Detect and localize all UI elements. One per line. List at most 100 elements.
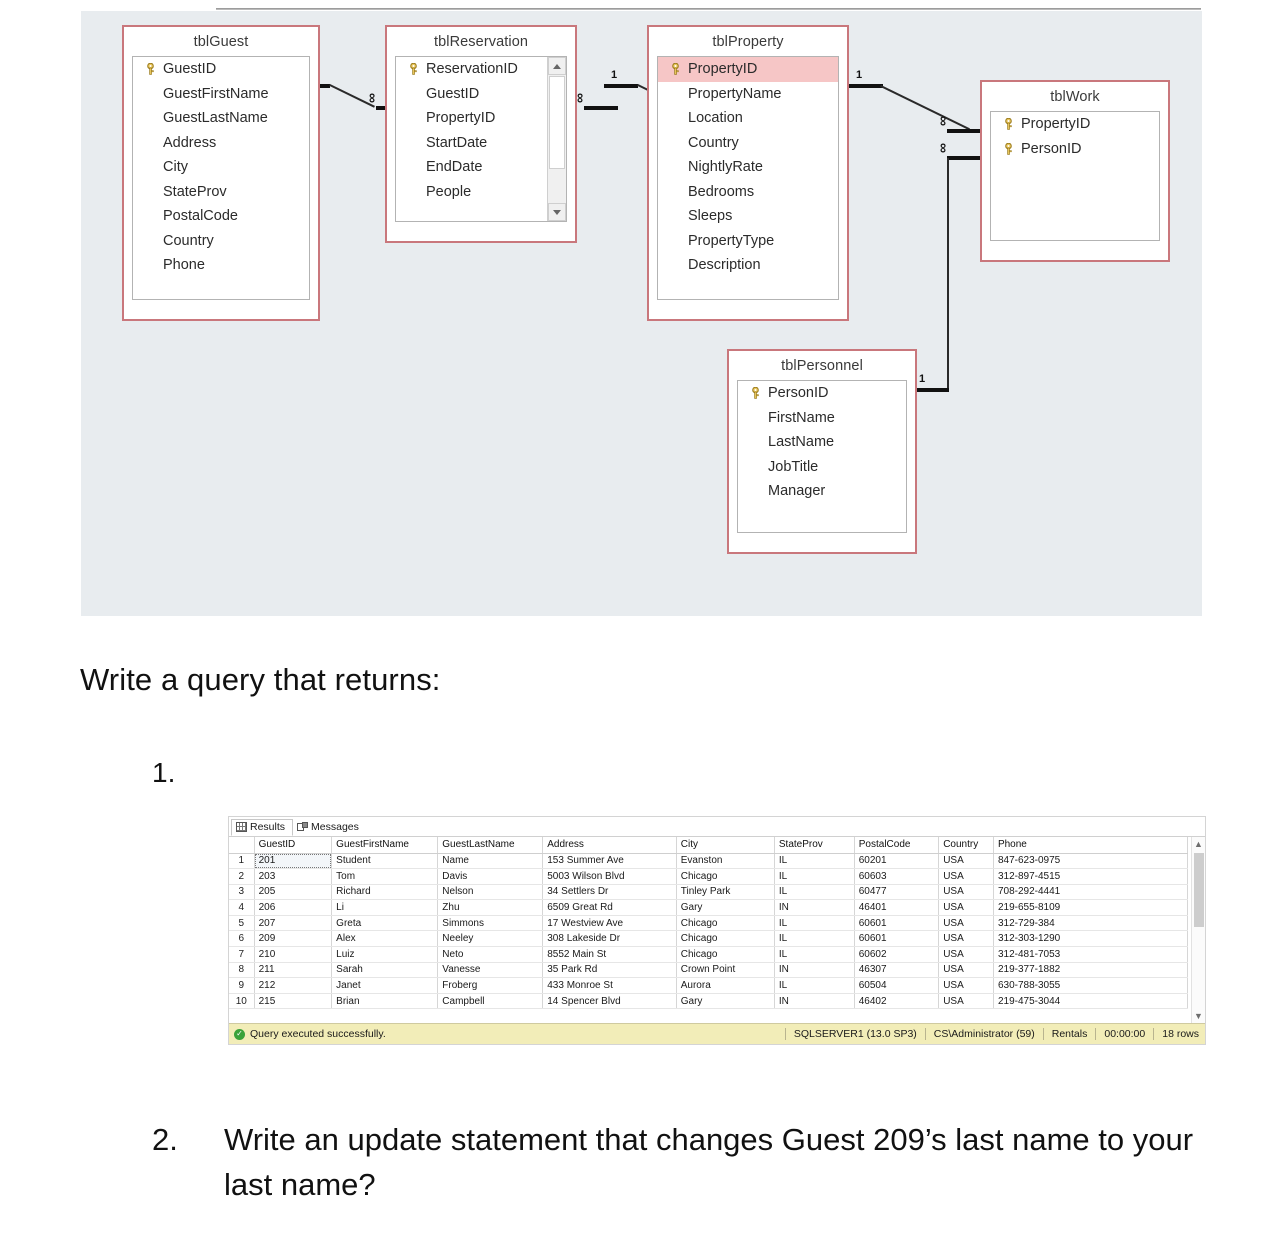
er-field-row[interactable]: LastName: [738, 430, 906, 455]
grid-cell[interactable]: 34 Settlers Dr: [542, 884, 677, 901]
er-field-row[interactable]: PersonID: [991, 137, 1159, 162]
er-field-row[interactable]: ReservationID: [396, 57, 566, 82]
grid-cell[interactable]: Chicago: [676, 868, 775, 885]
grid-cell[interactable]: IN: [774, 993, 855, 1010]
grid-cell[interactable]: 206: [254, 899, 333, 916]
grid-cell[interactable]: 5003 Wilson Blvd: [542, 868, 677, 885]
grid-cell[interactable]: 847-623-0975: [993, 853, 1189, 870]
grid-cell[interactable]: 210: [254, 946, 333, 963]
grid-cell[interactable]: Aurora: [676, 977, 775, 994]
er-table-tblreservation[interactable]: tblReservation ReservationID GuestID Pro…: [385, 25, 577, 243]
grid-cell[interactable]: 60602: [854, 946, 940, 963]
table-row[interactable]: 1 201 Student Name 153 Summer Ave Evanst…: [229, 853, 1189, 870]
grid-cell[interactable]: 60477: [854, 884, 940, 901]
grid-cell[interactable]: USA: [938, 962, 994, 979]
grid-cell[interactable]: IL: [774, 868, 855, 885]
er-field-row[interactable]: Location: [658, 106, 838, 131]
grid-cell[interactable]: IN: [774, 962, 855, 979]
results-grid[interactable]: GuestID GuestFirstName GuestLastName Add…: [229, 837, 1189, 1010]
grid-cell[interactable]: 205: [254, 884, 333, 901]
grid-cell[interactable]: USA: [938, 915, 994, 932]
grid-cell[interactable]: 312-897-4515: [993, 868, 1189, 885]
column-header[interactable]: Address: [542, 837, 677, 854]
er-field-row[interactable]: PropertyID: [396, 106, 566, 131]
grid-cell[interactable]: USA: [938, 853, 994, 870]
grid-cell[interactable]: 60201: [854, 853, 940, 870]
grid-cell[interactable]: Sarah: [331, 962, 439, 979]
grid-cell[interactable]: Tom: [331, 868, 439, 885]
grid-cell[interactable]: 203: [254, 868, 333, 885]
grid-cell[interactable]: USA: [938, 868, 994, 885]
grid-cell[interactable]: 219-475-3044: [993, 993, 1189, 1010]
grid-cell[interactable]: USA: [938, 899, 994, 916]
er-field-row[interactable]: People: [396, 180, 566, 205]
er-field-row-selected[interactable]: PropertyID: [658, 57, 838, 82]
table-row[interactable]: 9 212 Janet Froberg 433 Monroe St Aurora…: [229, 977, 1189, 994]
er-field-row[interactable]: JobTitle: [738, 455, 906, 480]
grid-cell[interactable]: Tinley Park: [676, 884, 775, 901]
er-field-row[interactable]: Description: [658, 253, 838, 278]
grid-cell[interactable]: Janet: [331, 977, 439, 994]
er-field-row[interactable]: GuestID: [396, 82, 566, 107]
grid-cell[interactable]: Gary: [676, 899, 775, 916]
grid-cell[interactable]: Nelson: [437, 884, 544, 901]
grid-cell[interactable]: 153 Summer Ave: [542, 853, 677, 870]
grid-cell[interactable]: Evanston: [676, 853, 775, 870]
er-field-row[interactable]: Bedrooms: [658, 180, 838, 205]
grid-cell[interactable]: 630-788-3055: [993, 977, 1189, 994]
table-row[interactable]: 2 203 Tom Davis 5003 Wilson Blvd Chicago…: [229, 868, 1189, 885]
er-field-row[interactable]: PropertyType: [658, 229, 838, 254]
er-table-tblwork[interactable]: tblWork PropertyID PersonID: [980, 80, 1170, 262]
er-field-row[interactable]: StateProv: [133, 180, 309, 205]
er-table-tblproperty[interactable]: tblProperty PropertyID PropertyName Loca…: [647, 25, 849, 321]
column-header[interactable]: GuestID: [254, 837, 333, 854]
grid-cell[interactable]: 17 Westview Ave: [542, 915, 677, 932]
er-field-row[interactable]: Country: [133, 229, 309, 254]
grid-cell[interactable]: 201: [254, 853, 333, 870]
scroll-up-button[interactable]: ▲: [1194, 839, 1203, 849]
grid-cell[interactable]: IL: [774, 977, 855, 994]
er-field-row[interactable]: EndDate: [396, 155, 566, 180]
grid-cell[interactable]: Vanesse: [437, 962, 544, 979]
grid-cell[interactable]: USA: [938, 884, 994, 901]
grid-cell[interactable]: Neto: [437, 946, 544, 963]
table-row[interactable]: 6 209 Alex Neeley 308 Lakeside Dr Chicag…: [229, 930, 1189, 948]
grid-cell[interactable]: IL: [774, 884, 855, 901]
er-field-row[interactable]: Sleeps: [658, 204, 838, 229]
grid-cell[interactable]: Chicago: [676, 946, 775, 963]
grid-cell[interactable]: Crown Point: [676, 962, 775, 979]
scrollbar-thumb[interactable]: [1194, 853, 1204, 927]
grid-cell[interactable]: Neeley: [437, 930, 544, 948]
scroll-down-button[interactable]: ▼: [1194, 1011, 1203, 1021]
grid-cell[interactable]: 312-729-384: [993, 915, 1189, 932]
grid-cell[interactable]: 219-655-8109: [993, 899, 1189, 916]
grid-cell[interactable]: 211: [254, 962, 333, 979]
er-table-fieldlist[interactable]: PropertyID PersonID: [990, 111, 1160, 241]
grid-cell[interactable]: Gary: [676, 993, 775, 1010]
er-field-row[interactable]: Country: [658, 131, 838, 156]
grid-cell[interactable]: IL: [774, 853, 855, 870]
table-row[interactable]: 4 206 Li Zhu 6509 Great Rd Gary IN 46401…: [229, 899, 1189, 916]
grid-cell[interactable]: Li: [331, 899, 439, 916]
er-table-fieldlist[interactable]: PropertyID PropertyName Location Country…: [657, 56, 839, 300]
grid-cell[interactable]: 212: [254, 977, 333, 994]
grid-cell[interactable]: Brian: [331, 993, 439, 1010]
grid-cell[interactable]: USA: [938, 930, 994, 948]
grid-cell[interactable]: IN: [774, 899, 855, 916]
grid-cell[interactable]: 35 Park Rd: [542, 962, 677, 979]
grid-cell[interactable]: Student: [331, 853, 439, 870]
er-field-row[interactable]: Address: [133, 131, 309, 156]
column-header[interactable]: GuestLastName: [437, 837, 544, 854]
table-row[interactable]: 7 210 Luiz Neto 8552 Main St Chicago IL …: [229, 946, 1189, 963]
column-header[interactable]: Country: [938, 837, 994, 854]
column-header[interactable]: Phone: [993, 837, 1189, 854]
tab-messages[interactable]: Messages: [293, 819, 366, 836]
grid-cell[interactable]: 708-292-4441: [993, 884, 1189, 901]
grid-cell[interactable]: 60601: [854, 930, 940, 948]
grid-cell[interactable]: 6509 Great Rd: [542, 899, 677, 916]
grid-cell[interactable]: 46307: [854, 962, 940, 979]
grid-cell[interactable]: IL: [774, 930, 855, 948]
grid-cell[interactable]: 312-481-7053: [993, 946, 1189, 963]
fieldlist-scrollbar[interactable]: [547, 57, 566, 221]
er-field-row[interactable]: PostalCode: [133, 204, 309, 229]
